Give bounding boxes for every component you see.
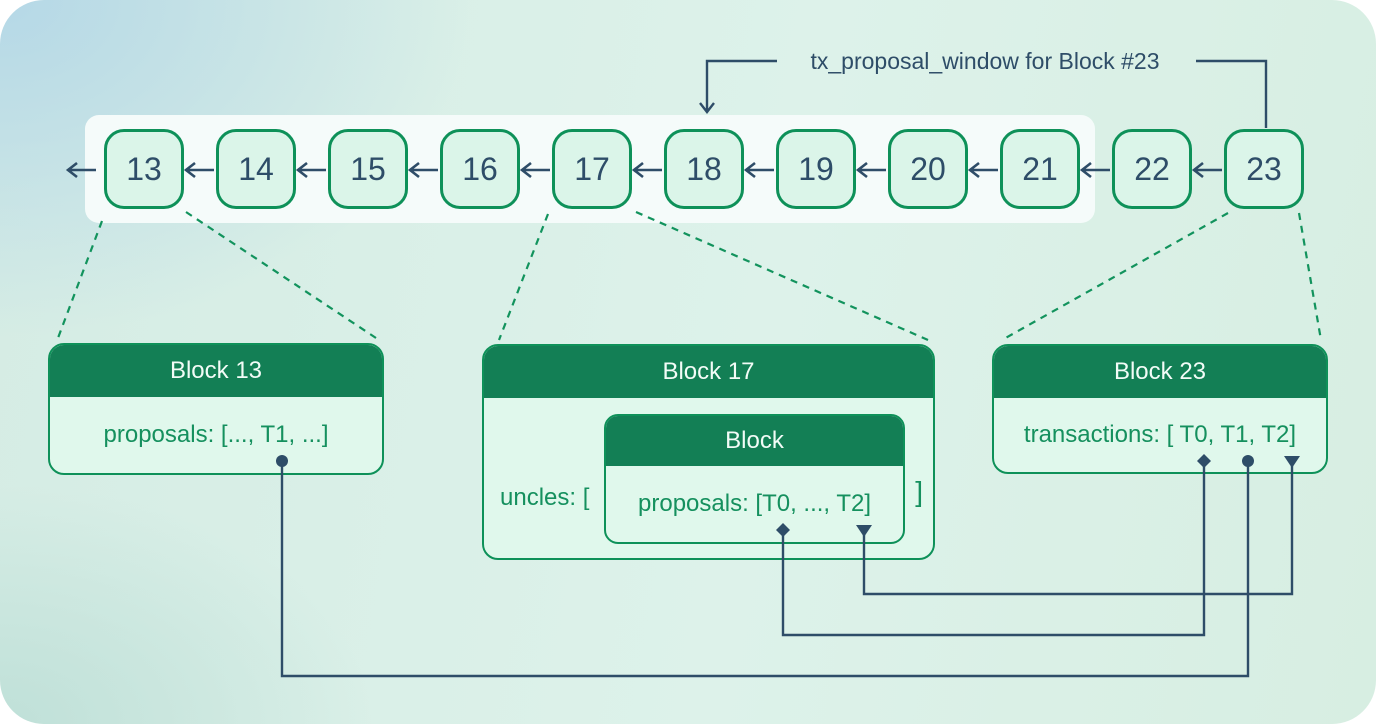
chain-block-17: 17 xyxy=(552,129,632,209)
annotation-right-line xyxy=(1196,59,1268,128)
uncles-list-close: ] xyxy=(915,476,923,507)
chain-block-14-label: 14 xyxy=(238,150,274,187)
funnel-13-right-dash xyxy=(185,211,377,339)
uncles-list-open: uncles: [ xyxy=(500,484,590,511)
chain-block-22-label: 22 xyxy=(1134,150,1170,187)
detail-box-block-13-body: proposals: [..., T1, ...] xyxy=(103,421,329,448)
zoom-funnel-dashes xyxy=(56,210,1323,342)
chain-block-18-label: 18 xyxy=(686,150,722,187)
chain-block-19: 19 xyxy=(776,129,856,209)
detail-box-block-17-header: Block 17 xyxy=(484,346,933,398)
detail-box-block-13-header: Block 13 xyxy=(50,345,382,397)
detail-box-block-23-header: Block 23 xyxy=(994,346,1326,398)
chain-block-19-label: 19 xyxy=(798,150,834,187)
funnel-17-left-dash xyxy=(497,213,550,341)
uncle-block-header: Block xyxy=(606,416,903,466)
detail-box-block-17: Block 17 uncles: [ Block proposals: [T0,… xyxy=(482,344,935,560)
chain-block-21-label: 21 xyxy=(1022,150,1058,187)
chain-block-14: 14 xyxy=(216,129,296,209)
chain-block-17-label: 17 xyxy=(574,150,610,187)
chain-block-13: 13 xyxy=(104,129,184,209)
tx-proposal-window-label: tx_proposal_window for Block #23 xyxy=(810,48,1160,74)
chain-block-22: 22 xyxy=(1112,129,1192,209)
annotation-left-arrow xyxy=(699,59,777,114)
chain-block-15-label: 15 xyxy=(350,150,386,187)
chain-block-23: 23 xyxy=(1224,129,1304,209)
chain-block-15: 15 xyxy=(328,129,408,209)
funnel-23-left-dash xyxy=(1001,212,1229,341)
uncle-block-body: proposals: [T0, ..., T2] xyxy=(638,489,871,517)
funnel-17-right-dash xyxy=(635,210,929,342)
chain-block-16: 16 xyxy=(440,129,520,209)
detail-box-block-23: Block 23 transactions: [ T0, T1, T2] xyxy=(992,344,1328,474)
funnel-23-right-dash xyxy=(1297,212,1323,341)
chain-block-16-label: 16 xyxy=(462,150,498,187)
chain-block-20: 20 xyxy=(888,129,968,209)
chain-block-18: 18 xyxy=(664,129,744,209)
detail-box-block-13: Block 13 proposals: [..., T1, ...] xyxy=(48,343,384,475)
chain-block-23-label: 23 xyxy=(1246,150,1282,187)
funnel-13-left-dash xyxy=(56,220,104,339)
chain-block-20-label: 20 xyxy=(910,150,946,187)
detail-box-block-17-body: uncles: [ Block proposals: [T0, ..., T2]… xyxy=(484,398,933,558)
chain-block-21: 21 xyxy=(1000,129,1080,209)
block-chain: 13 14 15 16 17 18 19 20 21 22 23 xyxy=(104,129,1304,209)
uncle-block-box: Block proposals: [T0, ..., T2] xyxy=(604,414,905,544)
chain-block-13-label: 13 xyxy=(126,150,162,187)
detail-box-block-23-body: transactions: [ T0, T1, T2] xyxy=(1023,421,1297,448)
